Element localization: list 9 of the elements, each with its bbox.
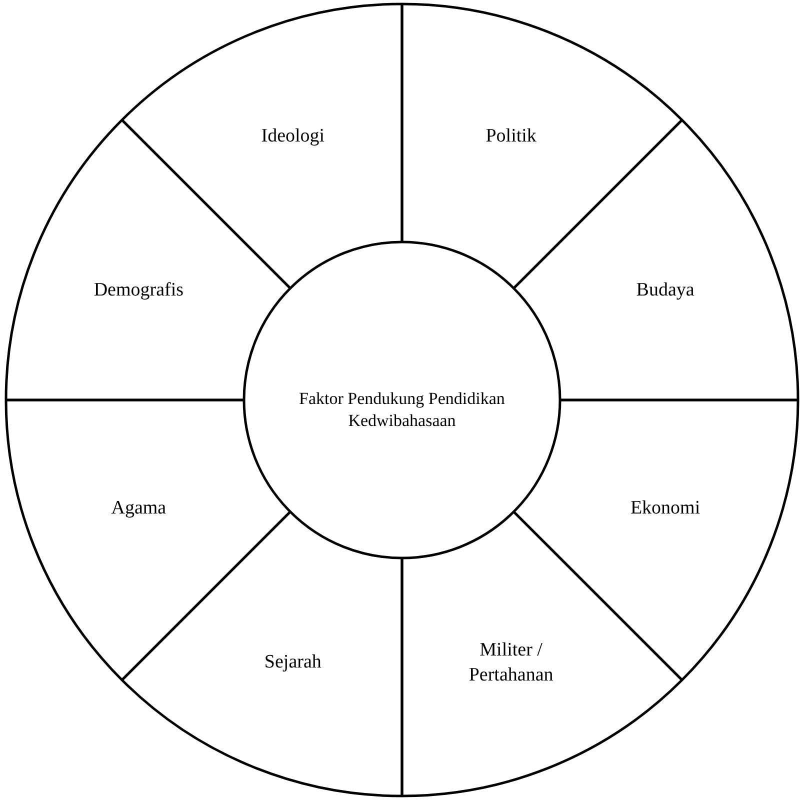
segment-label: Militer / Pertahanan — [451, 638, 572, 688]
segment-label: Ekonomi — [605, 496, 726, 522]
center-label: Faktor Pendukung Pendidikan Kedwibahasaan — [294, 388, 510, 432]
segment-label: Ideologi — [232, 124, 353, 150]
segment-label: Budaya — [605, 278, 726, 304]
segment-label: Demografis — [78, 278, 199, 304]
segment-label: Agama — [78, 496, 199, 522]
segment-label: Politik — [451, 124, 572, 150]
segment-label: Sejarah — [232, 650, 353, 676]
